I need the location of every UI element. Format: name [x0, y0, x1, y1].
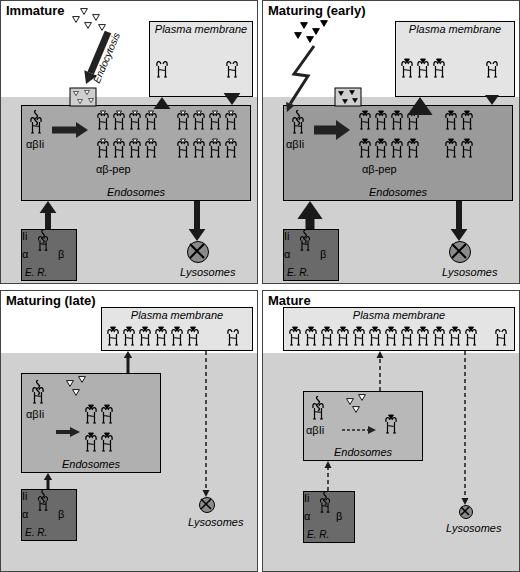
panel-title: Maturing (late): [6, 293, 96, 308]
molecule-label: Ii: [284, 230, 290, 242]
stage-panel: Maturing (late) Plasma membraneEndosomesE…: [0, 290, 258, 572]
compartment-name: Plasma membrane: [353, 309, 445, 322]
molecule-label: αβIi: [26, 408, 44, 420]
compartment-name: E. R.: [25, 526, 47, 539]
compartment-name: Lysosomes: [446, 522, 501, 534]
molecule-label: α: [304, 510, 310, 522]
compartment-box: E. R.: [303, 491, 355, 543]
compartment-box: Endosomes: [21, 105, 251, 201]
panel-title: Maturing (early): [268, 3, 366, 18]
lysosome-circle: Lysosomes: [199, 497, 215, 513]
compartment-box: E. R.: [283, 229, 339, 281]
compartment-name: Endosomes: [334, 446, 392, 459]
compartment-box: Endosomes: [283, 105, 513, 201]
compartment-name: E. R.: [287, 266, 309, 279]
compartment-name: E. R.: [25, 266, 47, 279]
molecule-label: α: [22, 508, 28, 520]
molecule-label: αβIi: [26, 138, 44, 150]
compartment-name: E. R.: [307, 528, 329, 541]
compartment-name: Lysosomes: [442, 266, 497, 278]
molecule-label: β: [58, 248, 64, 260]
molecule-label: Ii: [22, 230, 28, 242]
compartment-name: Endosomes: [62, 458, 120, 471]
compartment-box: E. R.: [21, 229, 77, 281]
lysosome-circle: Lysosomes: [459, 505, 473, 519]
molecule-label: Ii: [22, 490, 28, 502]
molecule-label: α: [22, 248, 28, 260]
compartment-name: Lysosomes: [180, 266, 235, 278]
molecule-label: αβ-pep: [362, 163, 397, 175]
molecule-label: β: [320, 248, 326, 260]
compartment-box: Plasma membrane: [283, 307, 515, 351]
compartment-name: Plasma membrane: [409, 23, 501, 36]
molecule-label: αβIi: [306, 424, 324, 436]
compartment-box: Plasma membrane: [101, 307, 253, 351]
panel-title: Immature: [6, 3, 65, 18]
molecule-label: β: [58, 508, 64, 520]
compartment-box: Endosomes: [21, 373, 161, 473]
compartment-name: Lysosomes: [188, 516, 243, 528]
molecule-label: Ii: [304, 492, 310, 504]
molecule-label: αβIi: [286, 138, 304, 150]
compartment-name: Plasma membrane: [155, 23, 247, 36]
lysosome-circle: Lysosomes: [449, 241, 471, 263]
panel-title: Mature: [268, 293, 311, 308]
molecule-label: αβ-pep: [96, 163, 131, 175]
compartment-box: Plasma membrane: [395, 21, 515, 97]
compartment-name: Plasma membrane: [131, 309, 223, 322]
stage-panel: MaturePlasma membraneEndosomes E. R. Lysos…: [262, 290, 520, 572]
compartment-name: Endosomes: [369, 186, 427, 199]
molecule-label: β: [336, 510, 342, 522]
compartment-name: Endosomes: [107, 186, 165, 199]
compartment-box: E. R.: [21, 489, 77, 541]
compartment-box: Plasma membrane: [149, 21, 253, 97]
lysosome-circle: Lysosomes: [187, 241, 209, 263]
molecule-label: α: [284, 248, 290, 260]
